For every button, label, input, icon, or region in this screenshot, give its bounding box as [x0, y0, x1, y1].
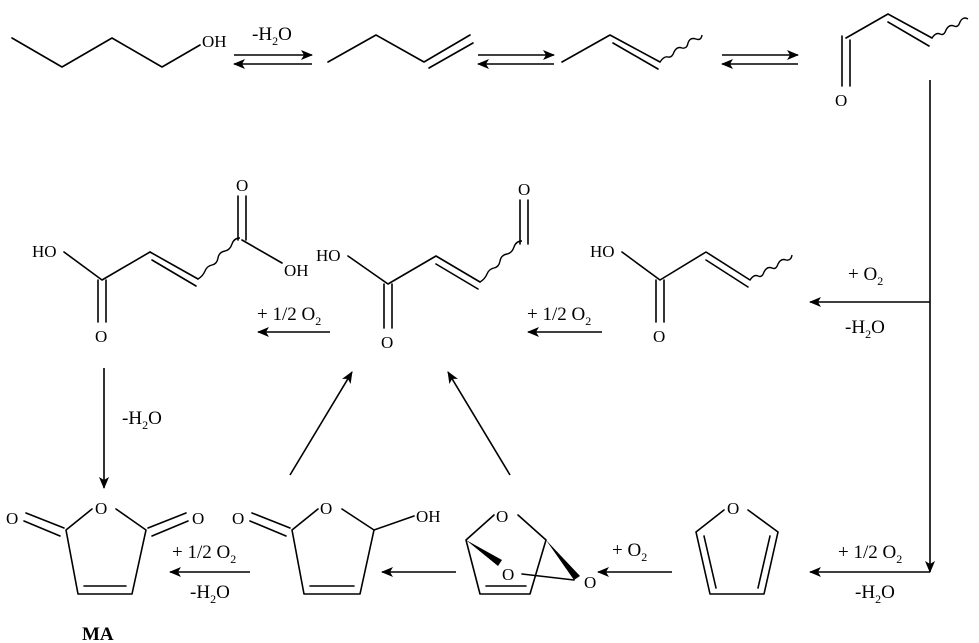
- molecule-maleic-acid: HO O OH O: [32, 176, 309, 346]
- equilibrium-arrow-3: [721, 50, 799, 69]
- atom-o-ma-right: O: [192, 509, 204, 528]
- molecule-butanol: OH: [11, 32, 227, 68]
- atom-oh-butanol: OH: [202, 32, 227, 51]
- atom-ho-formyl: HO: [316, 246, 341, 265]
- label-half-o2-ma: + 1/2 O2: [172, 542, 236, 566]
- atom-o-crotonic: O: [653, 327, 665, 346]
- atom-oh-hf: OH: [416, 507, 441, 526]
- atom-o-crotonaldehyde: O: [835, 91, 847, 110]
- molecule-maleic-anhydride: O O O: [6, 499, 204, 595]
- atom-o-furan: O: [727, 499, 739, 518]
- molecule-formylacrylic-acid: HO O O: [316, 180, 530, 352]
- atom-o-ma-ring: O: [95, 499, 107, 518]
- arrow-diagonal-right: [447, 371, 511, 476]
- atom-ho-maleic: HO: [32, 242, 57, 261]
- label-dehydration-left: -H2O: [122, 408, 162, 432]
- molecule-2-butene: [561, 34, 703, 70]
- label-dehydration-furan: -H2O: [855, 582, 895, 606]
- atom-oh-maleic: OH: [284, 261, 309, 280]
- label-half-o2-1: + 1/2 O2: [527, 304, 591, 328]
- atom-ho-crotonic: HO: [590, 242, 615, 261]
- atom-o-ma-left: O: [6, 509, 18, 528]
- atom-o-hf-ring: O: [320, 499, 332, 518]
- label-half-o2-furan: + 1/2 O2: [838, 542, 902, 566]
- label-oxidation-right: + O2: [848, 264, 883, 288]
- atom-o-endo-mid: O: [502, 565, 514, 584]
- atom-o-hf-left: O: [232, 509, 244, 528]
- molecule-hydroxyfuranone: O O OH: [232, 499, 441, 595]
- atom-o-formyl-top: O: [518, 180, 530, 199]
- molecule-1-butene: [327, 34, 474, 69]
- equilibrium-arrow-2: [477, 50, 555, 69]
- atom-o-endo-right: O: [584, 573, 596, 592]
- label-dehydration-ma: -H2O: [190, 582, 230, 606]
- label-dehydration-right: -H2O: [845, 317, 885, 341]
- atom-o-maleic-top: O: [236, 176, 248, 195]
- molecule-crotonic-acid: HO O: [590, 242, 793, 346]
- molecule-crotonaldehyde: O: [835, 13, 969, 110]
- arrow-diagonal-left: [289, 371, 353, 476]
- atom-o-endo-top: O: [496, 507, 508, 526]
- label-oxidation-bottom: + O2: [612, 540, 647, 564]
- label-half-o2-2: + 1/2 O2: [257, 304, 321, 328]
- label-product-ma: MA: [82, 624, 114, 643]
- equilibrium-arrow-1: [233, 50, 313, 69]
- right-vertical-arrow: [809, 80, 935, 577]
- molecule-furan: O: [695, 499, 779, 595]
- atom-o-maleic-bottom: O: [95, 327, 107, 346]
- atom-o-formyl-bottom: O: [381, 333, 393, 352]
- molecule-endoperoxide: O O O: [465, 507, 596, 595]
- label-dehydration-top: -H2O: [252, 24, 292, 48]
